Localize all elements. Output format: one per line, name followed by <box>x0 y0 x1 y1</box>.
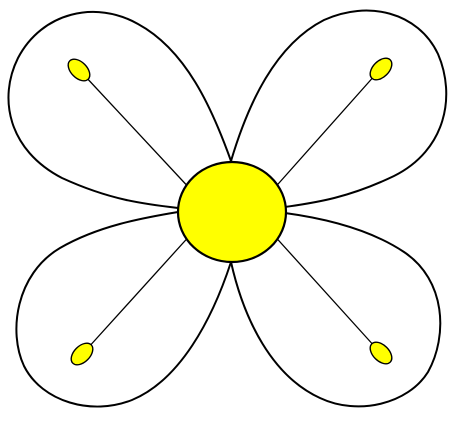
flower-center <box>178 162 286 262</box>
